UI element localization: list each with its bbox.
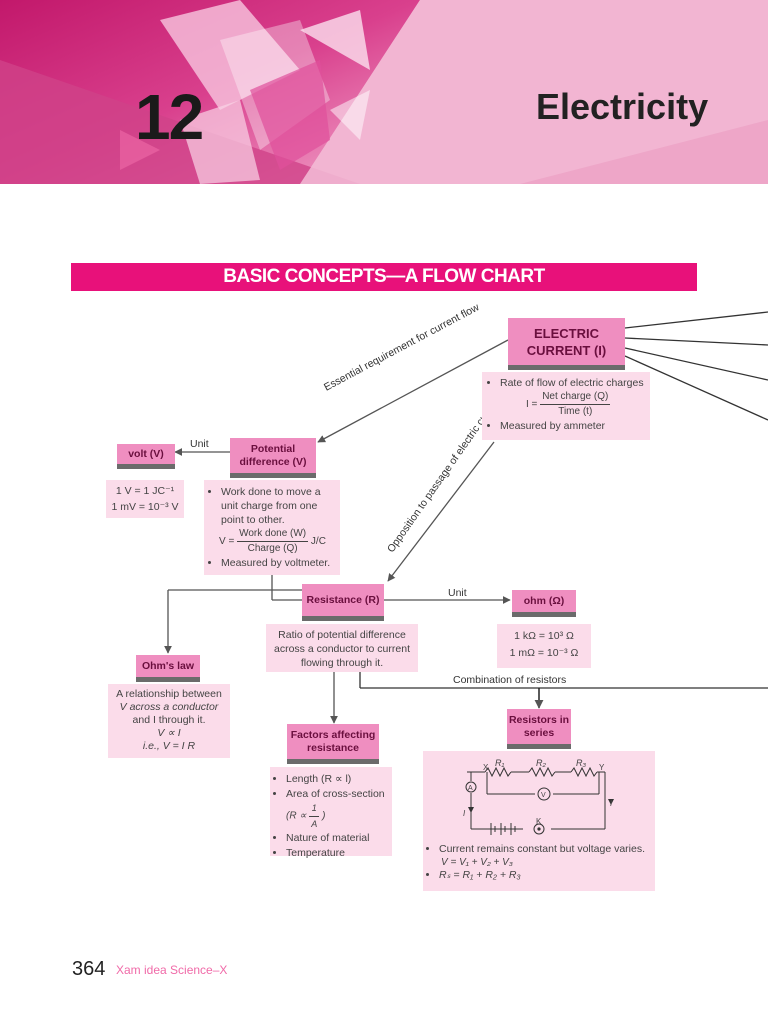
node-resistance: Resistance (R) (302, 584, 384, 621)
voltmeter-icon: V (541, 792, 546, 799)
box-resistance: Ratio of potential difference across a c… (266, 624, 418, 672)
current-bullet-1: Rate of flow of electric charges (500, 376, 644, 390)
factors-bullet-2: Area of cross-section (286, 787, 388, 802)
box-ohms-law: A relationship between V across a conduc… (108, 684, 230, 758)
box-electric-current: Rate of flow of electric charges I = Net… (482, 372, 650, 440)
factors-bullet-3: Nature of material (286, 831, 388, 846)
circuit-label-x: X (483, 763, 489, 772)
ohms-line-5: i.e., V = I R (142, 740, 196, 752)
circuit-label-y: Y (599, 763, 605, 772)
ohm-line-1: 1 kΩ = 10³ Ω (514, 630, 574, 642)
box-factors: Length (R ∝ l) Area of cross-section (R … (270, 767, 392, 859)
pd-bullet-1: Work done to move a unit charge from one… (221, 485, 335, 527)
ohm-line-2: 1 mΩ = 10⁻³ Ω (509, 647, 579, 659)
flowchart-header: BASIC CONCEPTS—A FLOW CHART (71, 263, 697, 291)
circuit-label-r3: R₃ (576, 758, 587, 768)
chapter-title: Electricity (536, 86, 709, 127)
book-title: Xam idea Science–X (116, 963, 228, 977)
pd-bullet-2: Measured by voltmeter. (221, 556, 335, 570)
ohms-line-1: A relationship between (116, 688, 222, 700)
circuit-label-i-right: I (610, 799, 613, 808)
series-bullet-1: Current remains constant but voltage var… (439, 843, 651, 856)
node-factors: Factors affecting resistance (287, 724, 379, 764)
ohms-line-2: V across a conductor (119, 701, 219, 713)
node-volt: volt (V) (117, 444, 175, 469)
box-volt: 1 V = 1 JC⁻¹ 1 mV = 10⁻³ V (106, 480, 184, 518)
circuit-label-r2: R₂ (536, 758, 546, 768)
series-voltage-formula: V = V₁ + V₂ + V₃ (441, 857, 513, 868)
node-ohms-law: Ohm's law (136, 655, 200, 682)
page-number: 364 (72, 958, 106, 980)
series-text: Current remains constant but voltage var… (427, 843, 651, 882)
node-electric-current: ELECTRIC CURRENT (I) (508, 318, 625, 370)
ohms-line-4: V ∝ I (157, 727, 181, 739)
edge-label-unit-res: Unit (448, 587, 467, 599)
node-resistors-series: Resistors in series (507, 709, 571, 749)
edge-label-unit-pd: Unit (190, 438, 209, 450)
pd-formula: V = Work done (W)Charge (Q) J/C (219, 528, 326, 554)
series-circuit-diagram (465, 766, 614, 835)
circuit-label-r1: R₁ (495, 758, 505, 768)
node-ohm: ohm (Ω) (512, 590, 576, 617)
ohms-line-3: and I through it. (132, 714, 206, 726)
edge-label-combination: Combination of resistors (453, 674, 567, 686)
box-resistors-series: X Y R₁ R₂ R₃ A V K I I Current remains c… (423, 751, 655, 891)
factors-bullet-1: Length (R ∝ l) (286, 772, 388, 787)
volt-line-1: 1 V = 1 JC⁻¹ (115, 485, 175, 497)
chapter-banner (0, 0, 768, 184)
chapter-number: 12 (135, 81, 204, 153)
volt-line-2: 1 mV = 10⁻³ V (111, 501, 179, 513)
node-potential-difference: Potential difference (V) (230, 438, 316, 478)
circuit-label-i-left: I (463, 809, 466, 818)
box-potential-difference: Work done to move a unit charge from one… (204, 480, 340, 575)
current-formula: I = Net charge (Q)Time (t) (526, 391, 611, 417)
ammeter-icon: A (468, 785, 473, 792)
factors-bullet-4: Temperature (286, 846, 388, 861)
series-bullet-2: Rₛ = R₁ + R₂ + R₃ (439, 869, 651, 882)
box-ohm: 1 kΩ = 10³ Ω 1 mΩ = 10⁻³ Ω (497, 624, 591, 668)
circuit-label-key: K (536, 817, 542, 826)
current-bullet-2: Measured by ammeter (500, 419, 644, 433)
